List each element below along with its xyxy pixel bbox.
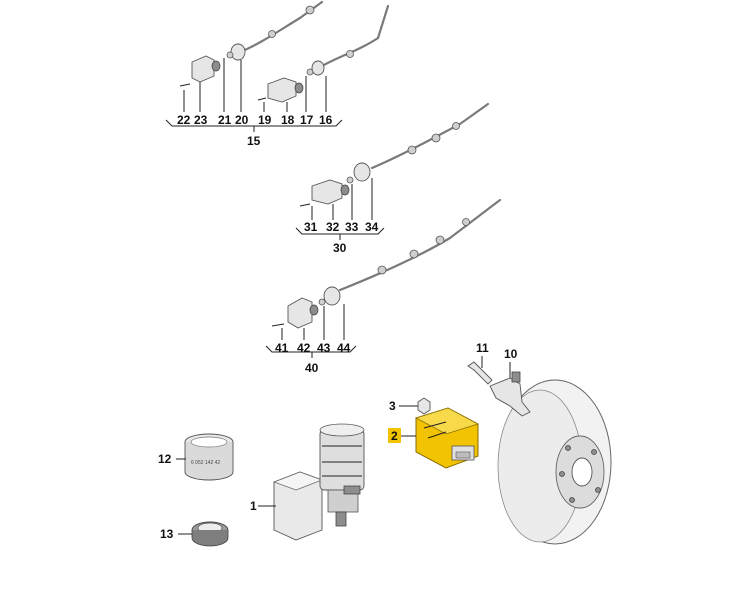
label-30: 30 xyxy=(333,241,347,255)
control-unit-2-ribs xyxy=(423,421,447,439)
label-10: 10 xyxy=(504,347,518,361)
pin-31 xyxy=(299,203,311,207)
bracket-30 xyxy=(295,227,385,240)
connector-socket xyxy=(455,451,471,459)
label-16: 16 xyxy=(319,113,333,127)
sensor-cable-44 xyxy=(338,198,502,292)
cable-clip xyxy=(377,265,387,275)
label-22: 22 xyxy=(177,113,191,127)
group-40: 41 42 43 44 40 xyxy=(265,198,502,375)
connector-44 xyxy=(323,286,341,306)
group-30: 31 32 33 34 30 xyxy=(295,102,490,255)
sensor-10-plug xyxy=(511,371,521,383)
grommet-13-side xyxy=(191,530,229,547)
leader-lines-40 xyxy=(281,304,345,340)
label-1: 1 xyxy=(250,499,257,513)
bolt-hole xyxy=(559,471,565,477)
part-12-group: 6 052 142 42 12 xyxy=(158,433,234,481)
housing-32-end xyxy=(340,184,350,196)
pin-22 xyxy=(179,83,191,87)
leader-lines-10-11 xyxy=(481,356,511,378)
cable-clip xyxy=(431,133,441,143)
compressor-cylinder-top xyxy=(319,423,365,437)
bolt-hole xyxy=(595,487,601,493)
connector-16 xyxy=(311,60,325,76)
label-20: 20 xyxy=(235,113,249,127)
label-34: 34 xyxy=(365,220,379,234)
part-13-group: 13 xyxy=(160,521,229,547)
label-3: 3 xyxy=(389,399,396,413)
cable-clip xyxy=(452,122,460,130)
label-12: 12 xyxy=(158,452,172,466)
label-40: 40 xyxy=(305,361,319,375)
sensor-cable-34 xyxy=(370,102,490,170)
bolt-hole xyxy=(569,497,575,503)
label-43: 43 xyxy=(317,341,331,355)
cable-clip xyxy=(268,30,276,38)
label-15: 15 xyxy=(247,134,261,148)
cable-clip xyxy=(346,50,354,58)
label-41: 41 xyxy=(275,341,289,355)
bolt-11 xyxy=(467,361,493,385)
label-31: 31 xyxy=(304,220,318,234)
ring-12-body xyxy=(184,442,234,481)
bolt-hole xyxy=(565,445,571,451)
brake-disc-assembly: 11 10 xyxy=(467,341,612,545)
leader-lines-15 xyxy=(183,58,327,112)
label-18: 18 xyxy=(281,113,295,127)
housing-23-end xyxy=(211,60,221,72)
housing-18 xyxy=(267,77,297,103)
pin-19 xyxy=(257,97,267,101)
bracket-40 xyxy=(265,345,357,358)
connector-20 xyxy=(230,43,246,61)
ring-12-inner xyxy=(190,436,228,448)
label-11: 11 xyxy=(476,341,489,355)
pin-41 xyxy=(271,323,285,327)
label-19: 19 xyxy=(258,113,272,127)
nut-3 xyxy=(417,397,431,415)
label-17: 17 xyxy=(300,113,314,127)
ring-12-marking: 6 052 142 42 xyxy=(191,460,220,466)
label-23: 23 xyxy=(194,113,208,127)
hub-bore xyxy=(571,457,593,487)
label-44: 44 xyxy=(337,341,351,355)
cable-clip xyxy=(409,249,419,259)
cable-clip xyxy=(435,235,445,245)
housing-32 xyxy=(311,179,343,205)
housing-42-end xyxy=(309,304,319,316)
housing-23 xyxy=(191,55,215,83)
label-42: 42 xyxy=(297,341,311,355)
leader-lines-30 xyxy=(311,178,373,220)
label-33: 33 xyxy=(345,220,359,234)
group-15: 22 23 21 20 19 18 17 16 15 xyxy=(165,0,390,148)
bolt-hole xyxy=(591,449,597,455)
seal-43 xyxy=(318,298,326,306)
seal-33 xyxy=(346,176,354,184)
cable-clip xyxy=(305,5,315,15)
cable-clip xyxy=(407,145,417,155)
compressor-cylinder xyxy=(319,429,365,491)
seal-17 xyxy=(306,68,314,76)
housing-18-end xyxy=(294,82,304,94)
part-2-group: 2 3 xyxy=(388,397,480,469)
housing-42 xyxy=(287,297,313,329)
label-13: 13 xyxy=(160,527,174,541)
cylinder-fins xyxy=(322,445,362,477)
cable-clip xyxy=(462,218,470,226)
label-32: 32 xyxy=(326,220,340,234)
compressor-fitting xyxy=(343,485,361,495)
bracket-15 xyxy=(165,119,343,132)
part-1-group: 1 xyxy=(250,423,365,541)
sensor-cable-16 xyxy=(320,4,390,68)
label-21: 21 xyxy=(218,113,232,127)
label-2: 2 xyxy=(391,429,398,443)
label-2-badge xyxy=(388,428,401,443)
connector-34 xyxy=(353,162,371,182)
compressor-port xyxy=(335,511,347,527)
seal-21 xyxy=(226,51,234,59)
control-unit-2-top xyxy=(414,407,480,435)
